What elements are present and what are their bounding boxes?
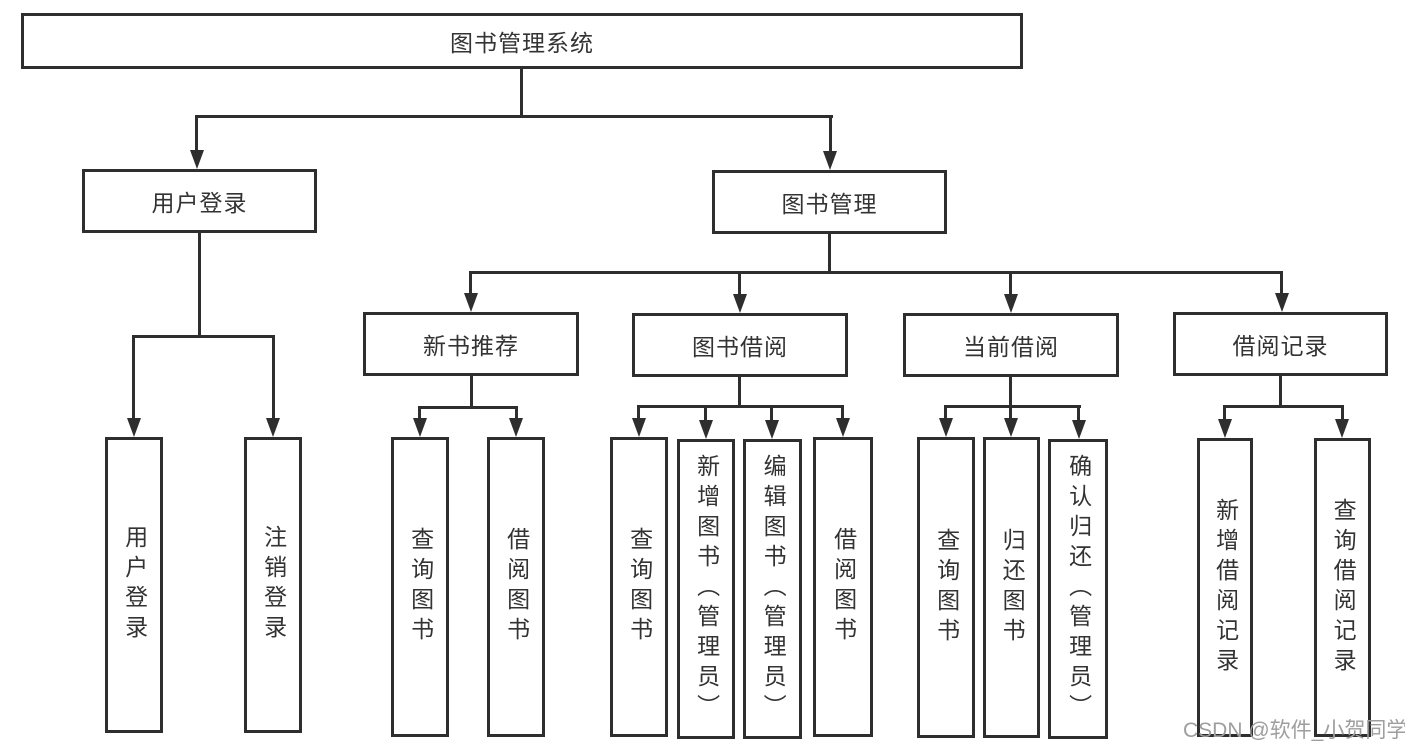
leaf-logout: 注销登录	[244, 437, 302, 733]
node-label: 借阅图书	[830, 527, 857, 647]
node-label: 查询图书	[626, 527, 653, 647]
connector-line	[1280, 271, 1283, 295]
leaf-query-borrow-record: 查询借阅记录	[1314, 438, 1371, 737]
node-label: 用户登录	[121, 525, 148, 645]
connector-line	[470, 376, 473, 409]
arrow-down-icon	[464, 293, 478, 312]
node-label: 新书推荐	[423, 333, 519, 359]
arrow-down-icon	[413, 418, 427, 437]
arrow-down-icon	[765, 420, 779, 439]
connector-line	[1223, 405, 1344, 408]
connector-line	[1009, 271, 1012, 296]
connector-line	[1279, 376, 1282, 408]
leaf-query-books-current: 查询图书	[917, 437, 975, 738]
connector-line	[132, 335, 135, 421]
connector-line	[418, 406, 518, 409]
connector-line	[272, 335, 275, 421]
node-root: 图书管理系统	[21, 13, 1023, 69]
node-label: 新增图书（管理员）	[693, 454, 720, 724]
arrow-down-icon	[1004, 418, 1018, 437]
node-label: 编辑图书（管理员）	[760, 454, 787, 724]
connector-line	[132, 335, 275, 338]
connector-line	[195, 115, 833, 118]
connector-line	[704, 405, 707, 423]
connector-line	[1009, 377, 1012, 408]
node-label: 当前借阅	[963, 334, 1059, 360]
connector-line	[198, 233, 201, 338]
arrow-down-icon	[836, 418, 850, 437]
node-label: 查询借阅记录	[1330, 497, 1357, 678]
leaf-user-login: 用户登录	[105, 437, 163, 733]
node-new-book-recommend: 新书推荐	[363, 312, 579, 376]
node-label: 新增借阅记录	[1212, 497, 1239, 678]
leaf-borrow-books: 借阅图书	[813, 437, 873, 737]
connector-line	[469, 271, 1283, 274]
connector-line	[1341, 405, 1344, 422]
connector-line	[828, 234, 831, 274]
arrow-down-icon	[190, 150, 204, 169]
leaf-edit-book-admin: 编辑图书（管理员）	[743, 439, 802, 739]
connector-line	[944, 405, 1081, 408]
connector-line	[418, 406, 421, 422]
leaf-confirm-return-admin: 确认归还（管理员）	[1048, 439, 1108, 739]
leaf-query-books-borrow: 查询图书	[610, 437, 668, 737]
arrow-down-icon	[823, 151, 837, 170]
connector-line	[1009, 405, 1012, 421]
node-label: 用户登录	[151, 190, 248, 216]
arrow-down-icon	[266, 418, 280, 437]
arrow-down-icon	[632, 418, 646, 437]
node-label: 查询图书	[933, 527, 960, 648]
arrow-down-icon	[1335, 419, 1349, 438]
node-user-login: 用户登录	[82, 169, 317, 233]
connector-line	[1077, 405, 1080, 423]
arrow-down-icon	[1004, 294, 1018, 313]
connector-line	[829, 115, 832, 153]
connector-line	[738, 377, 741, 408]
node-label: 图书管理系统	[450, 30, 594, 56]
connector-line	[195, 115, 198, 153]
connector-line	[637, 405, 640, 421]
leaf-return-books: 归还图书	[983, 437, 1040, 738]
arrow-down-icon	[699, 420, 713, 439]
node-borrow-records: 借阅记录	[1173, 312, 1388, 376]
arrow-down-icon	[939, 418, 953, 437]
csdn-watermark: CSDN @软件_小贺同学	[1183, 719, 1405, 742]
arrow-down-icon	[127, 418, 141, 437]
connector-line	[637, 405, 844, 408]
leaf-query-books-recommend: 查询图书	[391, 437, 449, 737]
leaf-add-book-admin: 新增图书（管理员）	[677, 439, 735, 739]
leaf-add-borrow-record: 新增借阅记录	[1197, 438, 1253, 737]
arrow-down-icon	[1275, 293, 1289, 312]
connector-line	[738, 271, 741, 296]
node-label: 注销登录	[260, 525, 287, 645]
arrow-down-icon	[1218, 419, 1232, 438]
node-label: 图书管理	[781, 191, 878, 217]
node-book-management: 图书管理	[712, 170, 947, 234]
node-book-borrow: 图书借阅	[632, 313, 848, 377]
node-label: 借阅记录	[1232, 333, 1329, 359]
node-label: 图书借阅	[692, 334, 788, 360]
node-label: 查询图书	[407, 527, 434, 647]
connector-line	[841, 405, 844, 421]
connector-line	[944, 405, 947, 421]
connector-line	[520, 69, 523, 118]
node-label: 归还图书	[999, 527, 1026, 648]
node-current-borrow: 当前借阅	[903, 313, 1119, 377]
arrow-down-icon	[509, 418, 523, 437]
node-label: 确认归还（管理员）	[1065, 454, 1092, 724]
connector-line	[469, 271, 472, 295]
connector-line	[1223, 405, 1226, 422]
connector-line	[770, 405, 773, 423]
arrow-down-icon	[733, 294, 747, 313]
leaf-borrow-books-recommend: 借阅图书	[487, 437, 545, 737]
arrow-down-icon	[1072, 420, 1086, 439]
node-label: 借阅图书	[503, 527, 530, 647]
connector-line	[515, 406, 518, 422]
